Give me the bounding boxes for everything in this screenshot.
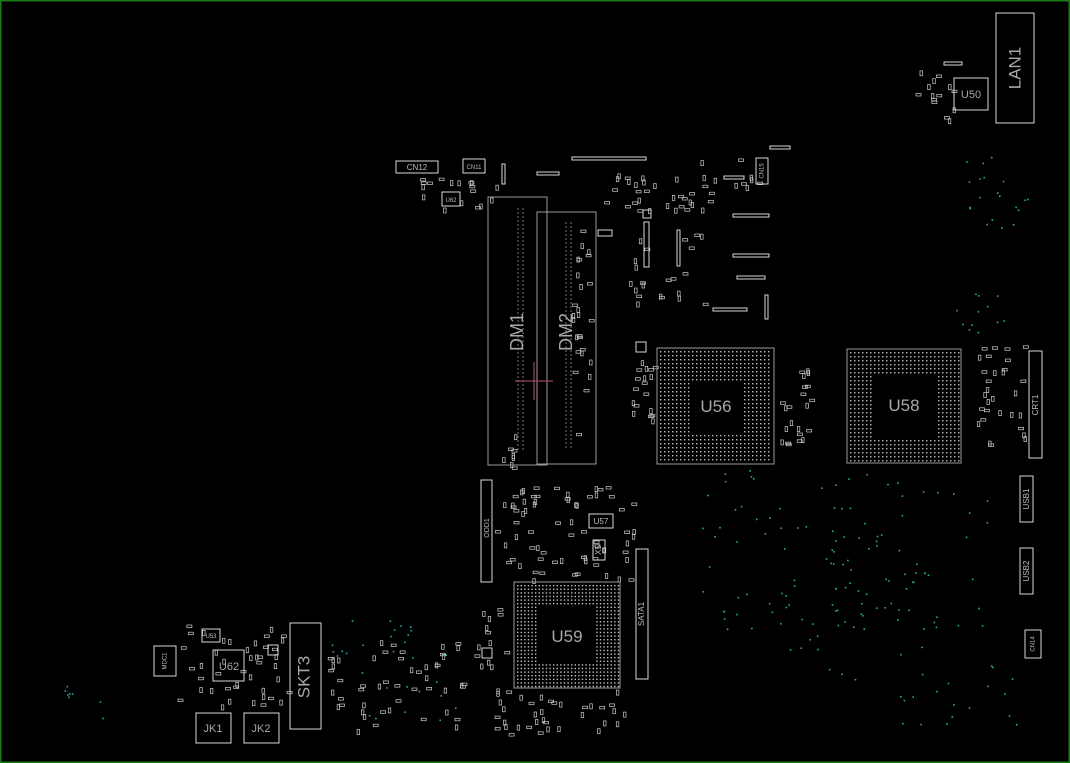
component-usb1[interactable]: USB1: [1019, 475, 1034, 523]
component-u56[interactable]: U56: [656, 347, 775, 465]
label-usb2: USB2: [1022, 560, 1031, 581]
label-odd1: ODD1: [484, 518, 491, 538]
label-cn12: CN12: [407, 163, 428, 172]
component-u50[interactable]: U50: [953, 77, 989, 111]
component-cn11[interactable]: CN11: [462, 158, 486, 174]
component-dm2[interactable]: DM2: [536, 211, 597, 465]
component-u59[interactable]: U59: [513, 581, 621, 689]
label-mdc1: MDC1: [163, 652, 169, 670]
label-u53: U53: [205, 634, 217, 640]
label-cn11: CN11: [467, 165, 483, 171]
component-jk1[interactable]: JK1: [195, 712, 232, 744]
component-cn15[interactable]: CN15: [755, 157, 769, 185]
label-cn15: CN15: [760, 163, 766, 179]
label-dm1: DM1: [507, 313, 527, 351]
label-jk1: JK1: [204, 723, 223, 735]
label-u62-small: U62: [445, 198, 457, 204]
component-u58[interactable]: U58: [846, 348, 962, 464]
misc-parts: [267, 61, 963, 659]
component-u53[interactable]: U53: [201, 628, 221, 643]
label-u50: U50: [961, 89, 981, 101]
label-u58: U58: [888, 396, 919, 415]
pad-layer: [177, 70, 1029, 737]
component-dm1[interactable]: DM1: [487, 196, 548, 466]
label-usb1: USB1: [1022, 488, 1031, 509]
label-jk2: JK2: [252, 723, 271, 735]
label-u59: U59: [551, 627, 582, 646]
component-u62[interactable]: U62: [212, 649, 245, 682]
component-crt1[interactable]: CRT1: [1028, 350, 1043, 459]
label-sata1: SATA1: [637, 601, 646, 626]
via-layer: [64, 156, 1029, 726]
label-dm2: DM2: [556, 313, 576, 351]
label-lan1: LAN1: [1005, 47, 1024, 90]
component-sata1[interactable]: SATA1: [635, 548, 649, 680]
label-u56: U56: [700, 397, 731, 416]
label-u62: U62: [219, 661, 239, 673]
label-crt1: CRT1: [1031, 394, 1040, 415]
component-jk2[interactable]: JK2: [243, 712, 280, 744]
component-skt3[interactable]: SKT3: [289, 622, 322, 730]
component-x5[interactable]: X5: [592, 539, 606, 561]
label-skt3: SKT3: [294, 656, 313, 699]
component-lan1[interactable]: LAN1: [995, 12, 1035, 124]
component-cn14[interactable]: CN14: [1024, 629, 1042, 659]
component-cn12[interactable]: CN12: [395, 160, 439, 174]
component-u57[interactable]: U57: [588, 513, 614, 529]
component-usb2[interactable]: USB2: [1019, 547, 1034, 595]
label-u57: U57: [594, 517, 609, 526]
component-mdc1[interactable]: MDC1: [153, 645, 177, 677]
label-cn14: CN14: [1031, 636, 1037, 652]
component-u62-small[interactable]: U62: [441, 191, 461, 207]
label-x5: X5: [594, 545, 603, 555]
cursor-crosshair: [515, 362, 553, 400]
component-odd1[interactable]: ODD1: [480, 479, 493, 583]
